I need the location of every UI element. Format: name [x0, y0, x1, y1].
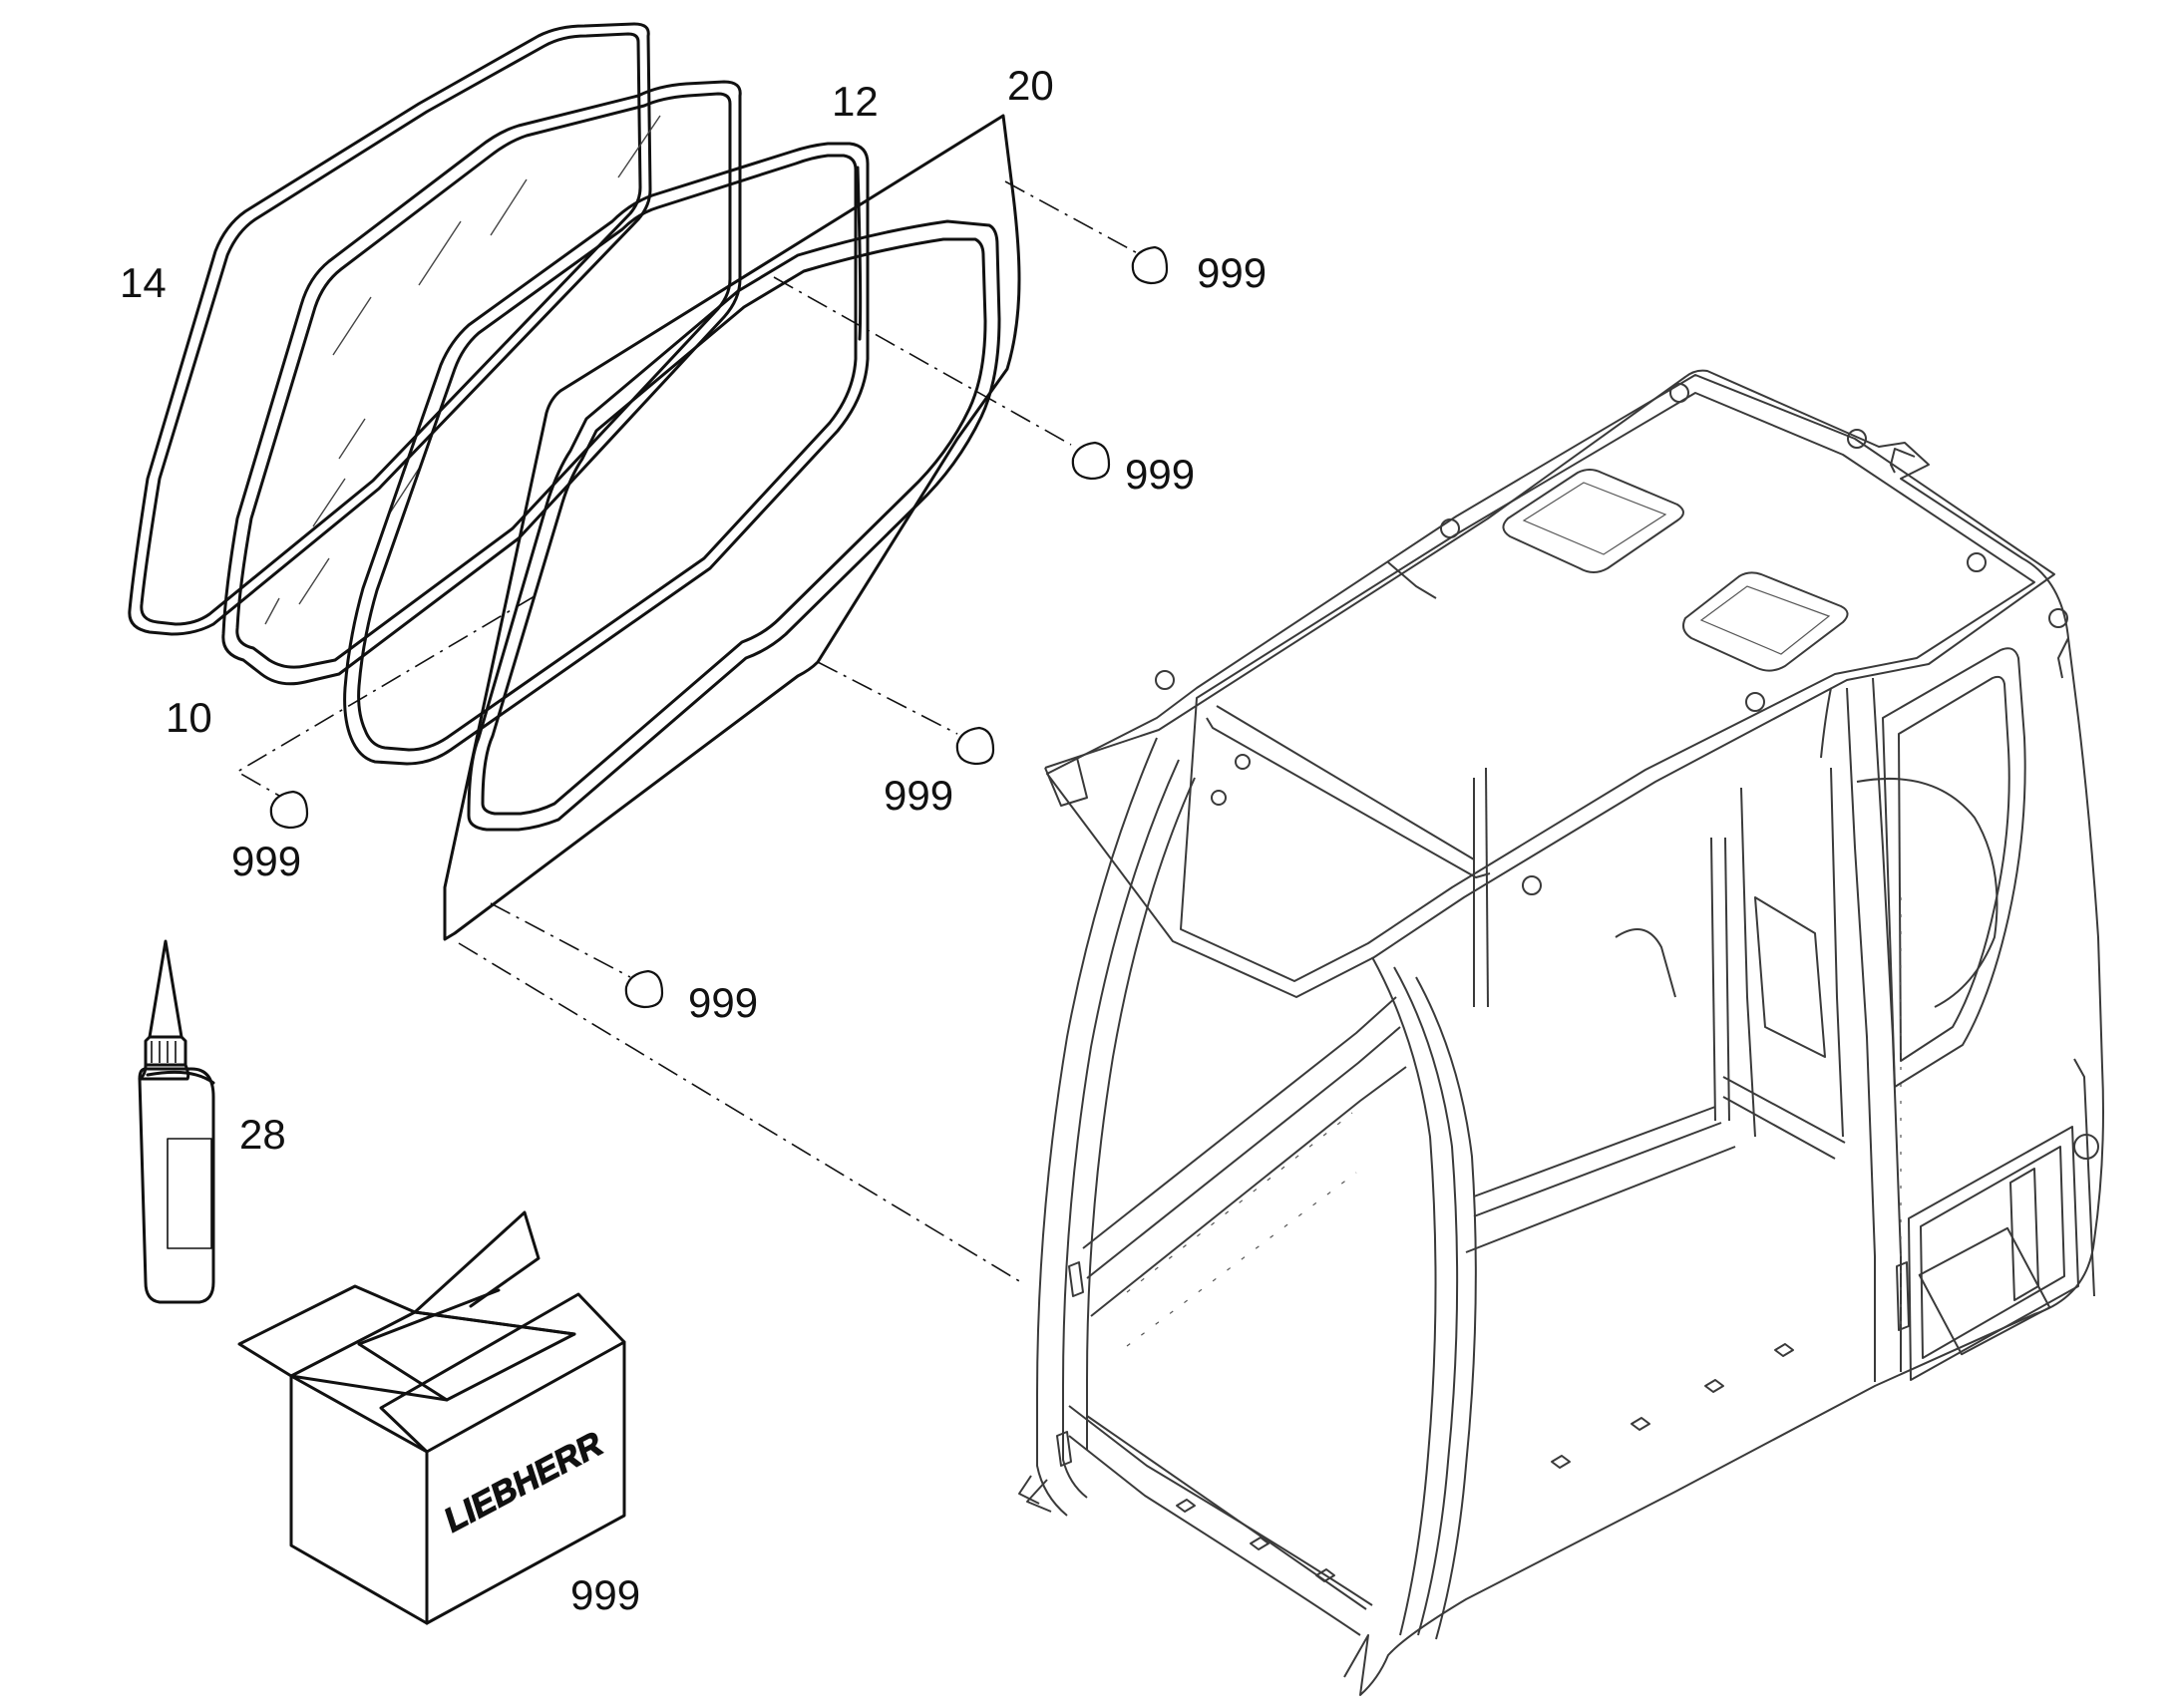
bond-dots [269, 245, 1169, 1009]
seal-part-14[interactable] [128, 22, 652, 636]
label-10: 10 [166, 694, 212, 741]
label-999-a: 999 [1197, 249, 1267, 296]
glass-part-10[interactable] [221, 80, 742, 686]
label-999-b: 999 [1125, 451, 1195, 498]
label-12: 12 [832, 78, 879, 125]
bond-dot-b[interactable] [1071, 441, 1111, 481]
adhesive-bottle-part-28[interactable] [138, 939, 215, 1304]
label-14: 14 [120, 259, 167, 306]
label-999-d: 999 [884, 772, 953, 819]
label-999-box: 999 [570, 1571, 640, 1618]
glass-reflection-hatch [264, 115, 661, 625]
label-999-c: 999 [231, 838, 301, 884]
bond-dot-d[interactable] [955, 726, 995, 766]
label-20: 20 [1007, 62, 1054, 109]
seal-part-12[interactable] [343, 142, 870, 766]
cab-frame [1018, 369, 2104, 1696]
label-28: 28 [239, 1111, 286, 1158]
bond-dot-c[interactable] [269, 790, 309, 830]
liebherr-box-part-999[interactable]: LIEBHERR [237, 1210, 626, 1625]
box-brand-text: LIEBHERR [442, 1424, 606, 1541]
callout-labels: 14 12 20 10 28 999 999 999 999 999 999 [120, 62, 1267, 1618]
label-999-e: 999 [688, 979, 758, 1026]
bond-dot-a[interactable] [1131, 245, 1169, 285]
plate-part-20[interactable] [443, 114, 1021, 941]
leader-lines [235, 180, 1146, 1283]
bond-dot-e[interactable] [624, 969, 664, 1009]
